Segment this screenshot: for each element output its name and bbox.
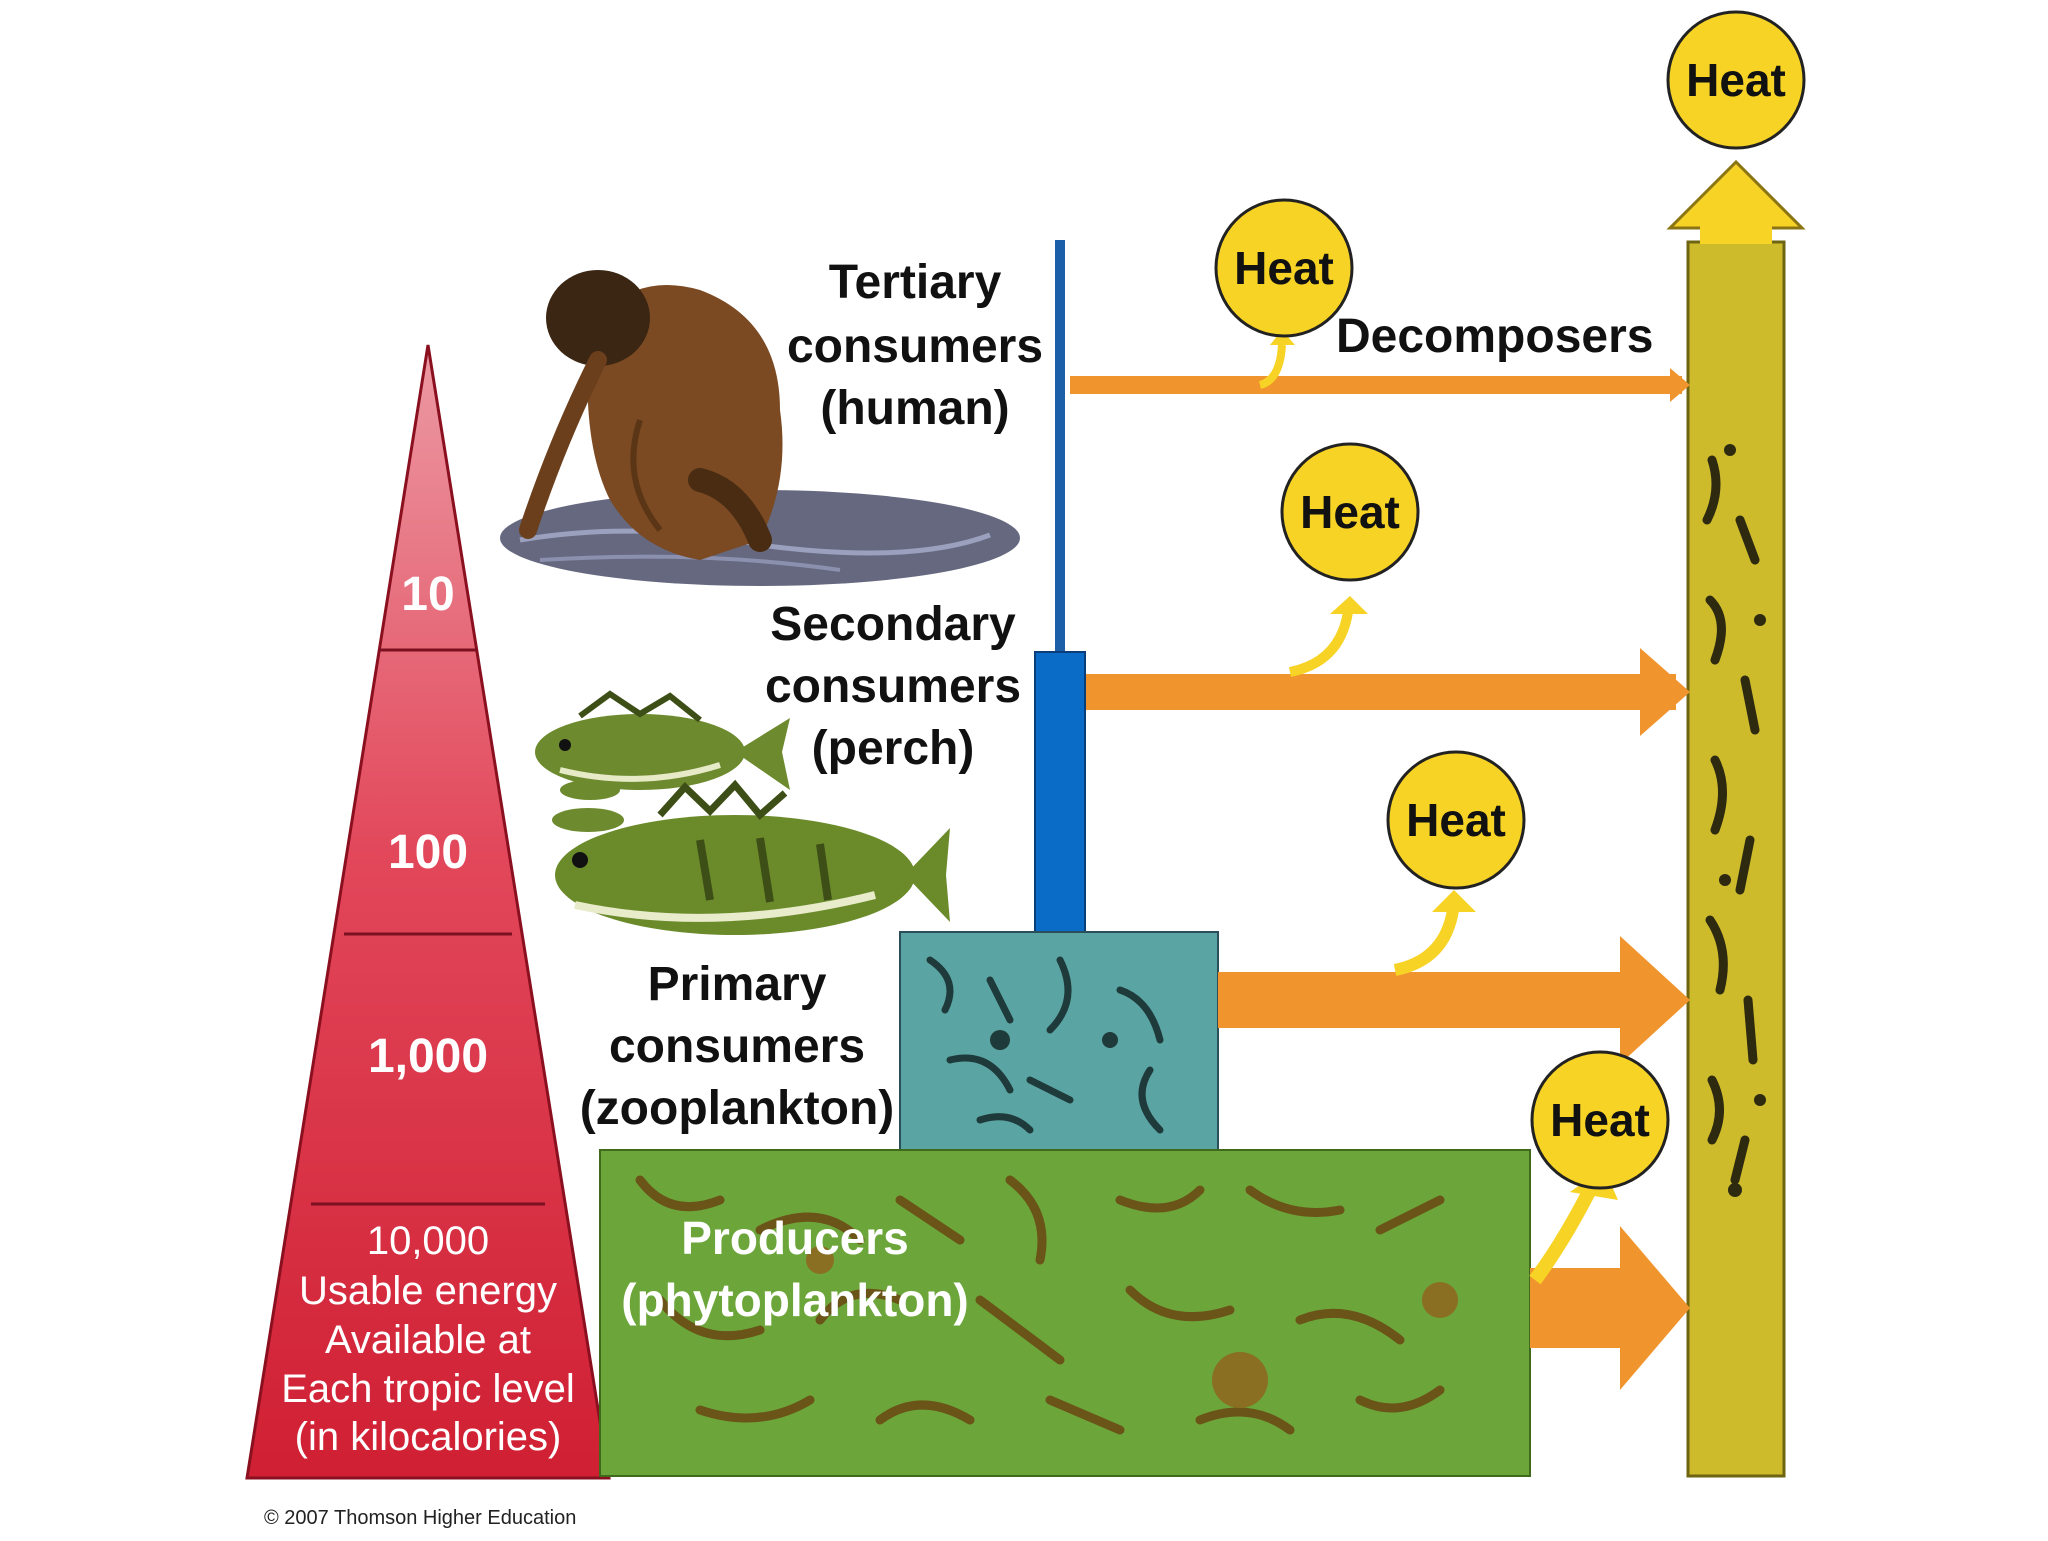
secondary-label-line-3: (perch)	[812, 722, 975, 775]
primary-label: Primary consumers (zooplankton)	[580, 958, 895, 1135]
heat-circle-tertiary: Heat	[1214, 198, 1354, 338]
perch-large	[555, 779, 950, 935]
heat-label-producers: Heat	[1550, 1094, 1650, 1146]
pyramid-level-100: 100	[388, 826, 468, 879]
energy-pyramid: 10 100 1,000 10,000 Usable energy Availa…	[245, 344, 611, 1480]
heat-circle-producers: Heat	[1530, 1050, 1670, 1190]
producers-label: Producers (phytoplankton)	[621, 1212, 969, 1326]
perch-small	[535, 690, 790, 790]
perch-tiny	[552, 780, 624, 832]
heat-curve-secondary	[1288, 611, 1353, 677]
decomposers-label: Decomposers	[1336, 310, 1653, 363]
energy-arrow-tertiary	[1070, 368, 1690, 402]
decomposer-up-arrow	[1666, 159, 1806, 230]
perch-illustration	[535, 690, 950, 935]
tertiary-label-line-2: consumers	[787, 320, 1043, 373]
heat-label-tertiary: Heat	[1234, 242, 1334, 294]
zooplankton-box	[899, 931, 1219, 1153]
primary-label-line-3: (zooplankton)	[580, 1082, 895, 1135]
heat-label-primary: Heat	[1406, 794, 1506, 846]
pyramid-base-line-4: Each tropic level	[281, 1367, 574, 1411]
secondary-label-line-1: Secondary	[770, 598, 1016, 651]
energy-arrow-producers	[1530, 1226, 1690, 1390]
phytoplankton-box	[599, 1149, 1531, 1477]
pyramid-level-1000: 1,000	[368, 1030, 488, 1083]
secondary-label: Secondary consumers (perch)	[765, 598, 1021, 775]
pyramid-level-10: 10	[401, 568, 454, 621]
decomposer-up-arrow-stem	[1700, 226, 1772, 244]
decomposer-bar	[1686, 240, 1786, 1478]
heat-circle-secondary: Heat	[1280, 442, 1420, 582]
producers-label-line-1: Producers	[681, 1212, 909, 1264]
tertiary-label-line-1: Tertiary	[829, 256, 1002, 309]
heat-circle-top: Heat	[1666, 10, 1806, 150]
tertiary-label: Tertiary consumers (human)	[787, 256, 1043, 435]
heat-curve-tertiary-head	[1270, 330, 1295, 345]
secondary-column	[1034, 651, 1086, 939]
energy-arrow-primary	[1218, 936, 1690, 1064]
heat-label-top: Heat	[1686, 54, 1786, 106]
heat-curve-primary	[1393, 908, 1459, 976]
primary-label-line-2: consumers	[609, 1020, 865, 1073]
pyramid-base-line-2: Usable energy	[299, 1269, 557, 1313]
heat-curve-primary-head	[1432, 890, 1476, 912]
primary-label-line-1: Primary	[648, 958, 827, 1011]
tertiary-column	[1055, 240, 1065, 660]
secondary-label-line-2: consumers	[765, 660, 1021, 713]
heat-curve-tertiary	[1258, 344, 1286, 389]
pyramid-base-line-1: 10,000	[367, 1219, 489, 1263]
pyramid-base-line-3: Available at	[325, 1318, 531, 1362]
heat-curve-producers	[1529, 1176, 1602, 1285]
producers-label-line-2: (phytoplankton)	[621, 1274, 969, 1326]
pyramid-base-line-5: (in kilocalories)	[295, 1415, 562, 1459]
tertiary-label-line-3: (human)	[820, 382, 1009, 435]
heat-circle-primary: Heat	[1386, 750, 1526, 890]
energy-arrow-secondary	[1086, 648, 1690, 736]
heat-label-secondary: Heat	[1300, 486, 1400, 538]
copyright-credit: © 2007 Thomson Higher Education	[264, 1507, 576, 1529]
human-illustration	[500, 270, 1020, 586]
heat-curve-secondary-head	[1330, 596, 1368, 614]
